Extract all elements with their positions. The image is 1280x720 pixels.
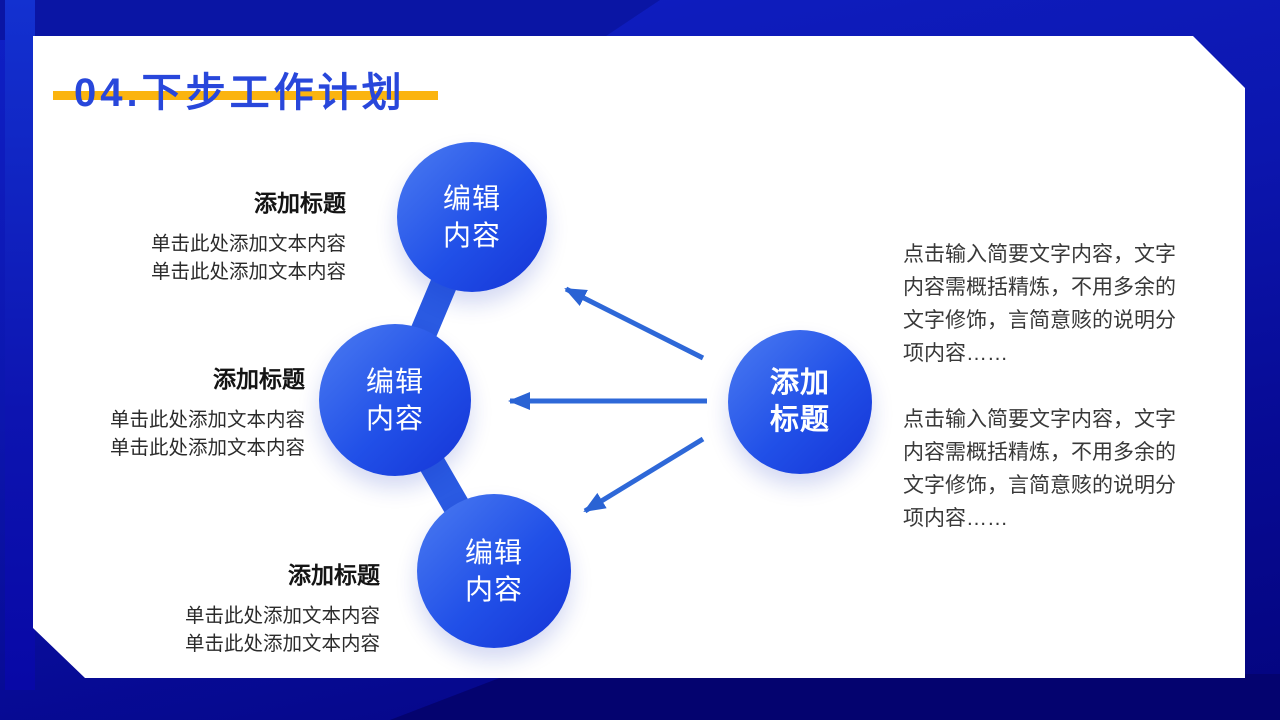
node-label-line: 编辑 — [464, 537, 523, 568]
node-label-line: 内容 — [464, 574, 523, 605]
node-edit-content-1[interactable]: 编辑 内容 — [397, 142, 547, 292]
item-body-line: 单击此处添加文本内容 — [150, 233, 346, 255]
node-label-line: 标题 — [769, 404, 830, 436]
item-block-1: 添加标题 单击此处添加文本内容 单击此处添加文本内容 — [151, 188, 346, 286]
background-shape-bottom — [390, 674, 1280, 720]
description-paragraph-2: 点击输入简要文字内容，文字内容需概括精炼，不用多余的文字修饰，言简意赅的说明分项… — [903, 408, 1176, 530]
item-heading: 添加标题 — [288, 562, 380, 588]
node-edit-content-3[interactable]: 编辑 内容 — [417, 494, 571, 648]
node-label-line: 编辑 — [442, 183, 501, 214]
node-add-title-source[interactable]: 添加 标题 — [728, 330, 872, 474]
node-label-line: 编辑 — [365, 366, 424, 397]
item-body-line: 单击此处添加文本内容 — [109, 436, 305, 459]
item-body-line: 单击此处添加文本内容 — [150, 260, 346, 283]
background-shape-left — [5, 0, 35, 690]
title-underline — [53, 91, 438, 100]
item-block-2: 添加标题 单击此处添加文本内容 单击此处添加文本内容 — [110, 364, 305, 462]
item-body-line: 单击此处添加文本内容 — [184, 632, 380, 655]
node-edit-content-2[interactable]: 编辑 内容 — [319, 324, 471, 476]
background-shape-top — [0, 0, 660, 40]
item-block-3: 添加标题 单击此处添加文本内容 单击此处添加文本内容 — [185, 560, 380, 658]
node-label-line: 内容 — [365, 403, 424, 434]
description-paragraph-1: 点击输入简要文字内容，文字内容需概括精炼，不用多余的文字修饰，言简意赅的说明分项… — [903, 243, 1176, 365]
page-title: 04.下步工作计划 — [74, 71, 406, 115]
node-label-line: 添加 — [769, 367, 830, 399]
item-heading: 添加标题 — [213, 366, 305, 392]
item-body-line: 单击此处添加文本内容 — [109, 409, 305, 431]
item-heading: 添加标题 — [254, 190, 346, 216]
item-body-line: 单击此处添加文本内容 — [184, 605, 380, 627]
node-label-line: 内容 — [442, 220, 501, 251]
